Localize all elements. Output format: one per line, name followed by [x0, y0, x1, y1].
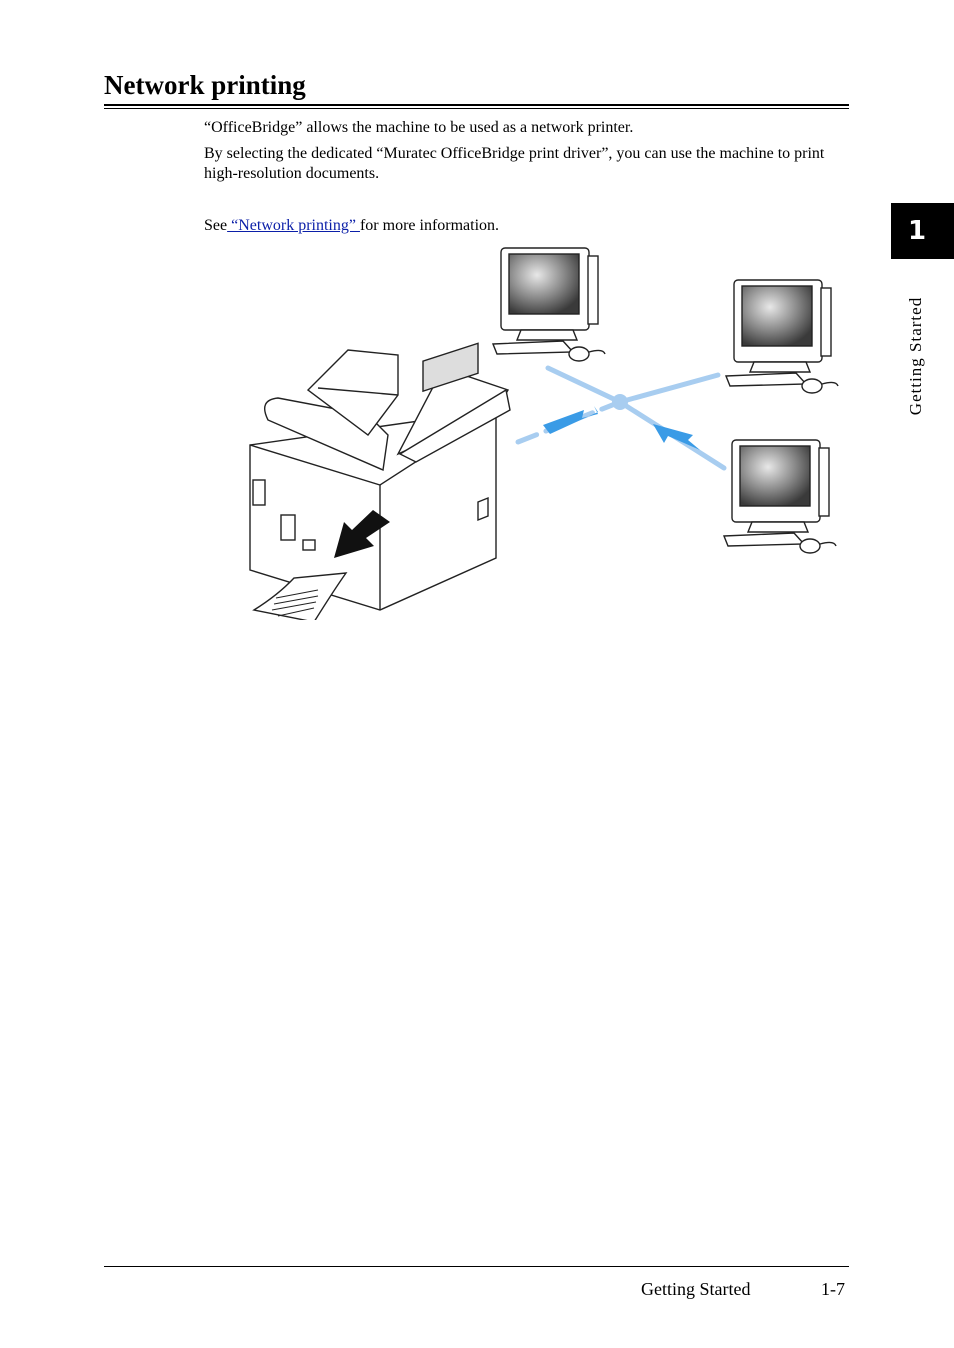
output-arrow-icon: [334, 510, 390, 558]
computer-icon-3: [722, 439, 837, 554]
network-printing-illustration: [249, 247, 839, 620]
network-arrow-icon-2: [653, 424, 700, 450]
footer-section-name: Getting Started: [641, 1279, 751, 1299]
title-rule-thin: [104, 108, 849, 109]
computer-icon: [491, 247, 606, 362]
paper-output-icon: [252, 572, 348, 620]
computer-icon-2: [724, 279, 839, 394]
chapter-side-label-text: Getting Started: [906, 296, 925, 416]
footer-rule: [104, 1266, 849, 1267]
network-printing-link[interactable]: “Network printing”: [227, 217, 360, 234]
chapter-tab: 1: [891, 203, 954, 259]
chapter-number: 1: [907, 216, 927, 246]
section-title: Network printing: [104, 70, 306, 100]
see-suffix: for more information.: [359, 217, 500, 234]
see-more-paragraph: See “Network printing” for more informat…: [204, 216, 844, 236]
intro-paragraph: “OfficeBridge” allows the machine to be …: [204, 119, 634, 136]
printer-icon: [249, 342, 511, 611]
network-lines: [515, 365, 727, 471]
driver-paragraph: By selecting the dedicated “Muratec Offi…: [204, 145, 825, 182]
network-arrow-icon: [543, 406, 598, 434]
title-rule-thick: [104, 104, 849, 106]
footer-page-number: 1-7: [821, 1279, 845, 1299]
network-hub-icon: [612, 394, 628, 410]
see-prefix: See: [204, 217, 228, 234]
